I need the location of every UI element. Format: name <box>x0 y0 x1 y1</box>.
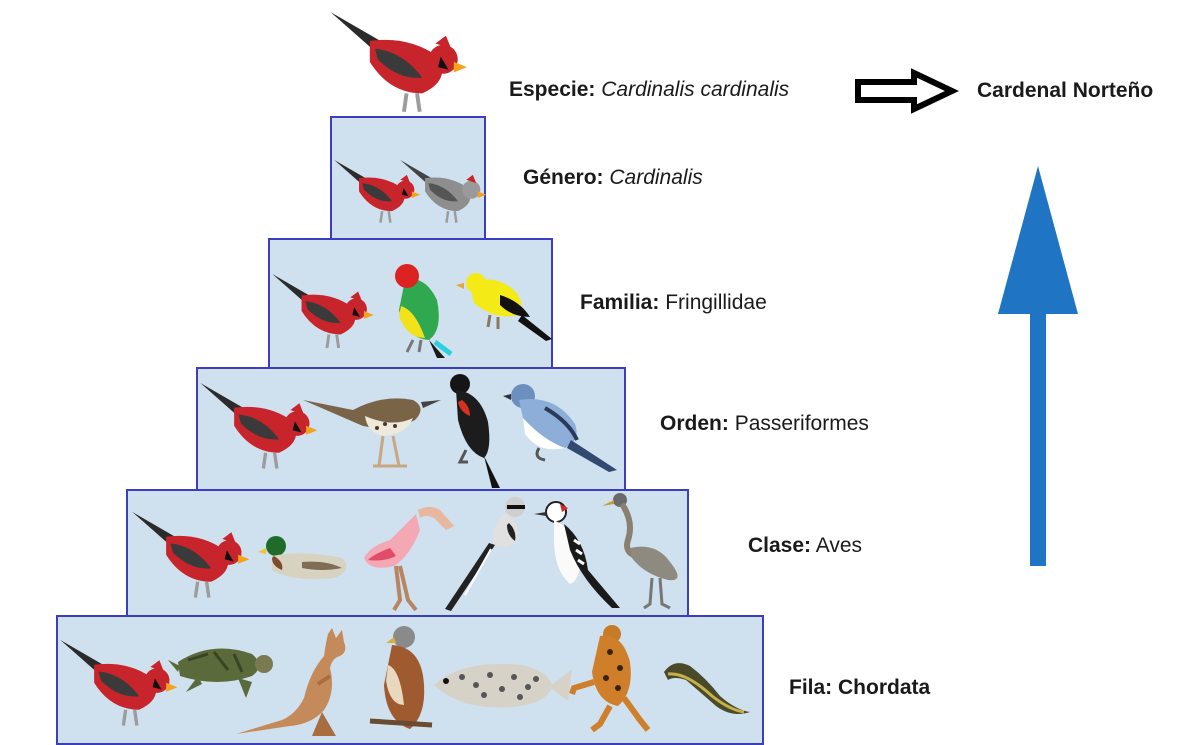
hawk-icon <box>370 625 432 735</box>
cardinal-icon <box>132 512 252 602</box>
mallard-icon <box>262 534 354 584</box>
shrike-icon <box>445 495 535 615</box>
thrush-icon <box>303 380 443 470</box>
gray-cardinal-icon <box>400 160 488 226</box>
right-arrow-icon <box>854 70 956 112</box>
label-especie: Especie: Cardinalis cardinalis <box>509 78 789 102</box>
cardinal-icon <box>200 383 320 473</box>
label-familia: Familia: Fringillidae <box>580 291 767 315</box>
kangaroo-icon <box>232 628 362 738</box>
label-orden: Orden: Passeriformes <box>660 412 869 436</box>
salamander-icon <box>660 652 752 718</box>
spoonbill-icon <box>360 500 455 615</box>
cardinal-icon <box>60 640 180 730</box>
common-name: Cardenal Norteño <box>977 79 1153 103</box>
label-clase: Clase: Aves <box>748 534 862 558</box>
green-barbet-icon <box>385 260 459 360</box>
up-arrow-icon <box>996 164 1080 568</box>
cardinal-icon <box>272 274 376 352</box>
grouper-icon <box>432 655 572 715</box>
label-fila: Fila: Chordata <box>789 676 930 700</box>
label-genero: Género: Cardinalis <box>523 166 703 190</box>
frog-icon <box>570 622 652 732</box>
blackbird-icon <box>444 370 514 490</box>
goldfinch-icon <box>460 265 554 343</box>
warbler-icon <box>505 378 620 473</box>
heron-icon <box>600 492 690 612</box>
cardinal-icon <box>330 12 470 117</box>
